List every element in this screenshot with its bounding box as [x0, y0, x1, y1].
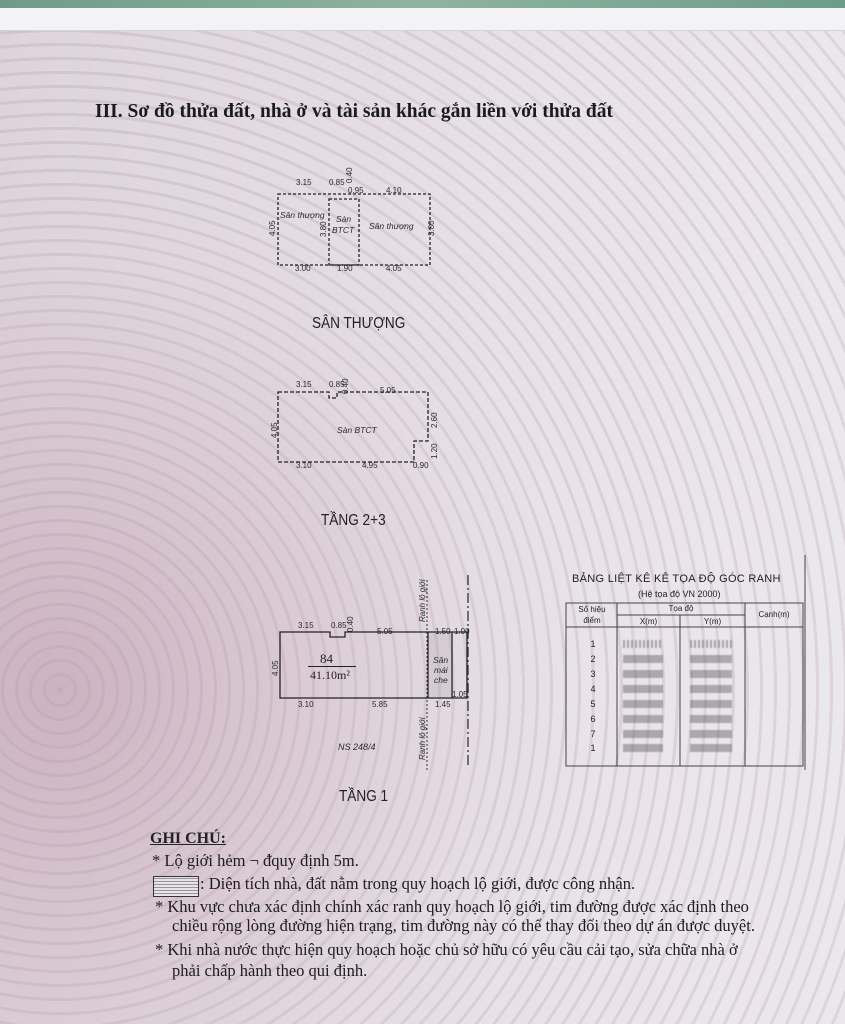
dim-label: 0.90	[413, 461, 429, 470]
dim-label: 0.85	[331, 621, 347, 630]
dim-label: 3.10	[296, 461, 312, 470]
redacted-x-coords	[623, 640, 663, 648]
dim-label: 0.40	[345, 167, 354, 183]
notes-heading: GHI CHÚ:	[150, 830, 226, 847]
hatch-legend-swatch	[153, 876, 199, 897]
row-point: 1	[590, 639, 596, 649]
coord-table-subtitle: (Hệ tọa độ VN 2000)	[638, 589, 721, 599]
row-point: 2	[590, 654, 596, 664]
rooftop-caption: SÂN THƯỢNG	[312, 315, 406, 332]
dim-label: 0.85	[329, 380, 345, 389]
dim-label: 1.00	[454, 627, 470, 636]
row-point: 6	[590, 714, 596, 724]
parcel-area: 41.10m²	[310, 668, 350, 682]
dim-label: 4.95	[362, 461, 378, 470]
dim-label: 3.80	[319, 221, 328, 237]
dim-label: 4.05	[386, 264, 402, 273]
note-line: * Lộ giới hẻm ¬ ᵭquy định 5m.	[152, 851, 359, 870]
row-point: 7	[590, 729, 596, 739]
canopy-hatch	[429, 633, 451, 697]
boundary-label: Ranh lộ giới	[418, 579, 427, 622]
dim-label: 5.05	[380, 386, 396, 395]
fraction-line	[308, 666, 356, 667]
header-coords: Tọa độ	[668, 604, 694, 613]
row-point: 5	[590, 699, 596, 709]
row-point: 1	[590, 743, 596, 753]
note-line: * Khi nhà nước thực hiện quy hoạch hoặc …	[155, 940, 738, 959]
area-label: Sân	[433, 655, 449, 665]
boundary-label: Ranh lộ giới	[418, 717, 427, 760]
top-edge	[0, 0, 845, 10]
row-point: 3	[590, 669, 596, 679]
dim-label: 4.05	[270, 422, 279, 438]
dim-label: 4.05	[271, 660, 280, 676]
dim-label: 5.05	[377, 627, 393, 636]
header-point: Số hiệu	[578, 605, 606, 614]
redacted-y-coords	[690, 640, 732, 648]
header-point: điểm	[583, 616, 601, 625]
note-line: * Khu vực chưa xác định chính xác ranh q…	[155, 897, 749, 916]
coord-table-lines	[565, 555, 806, 770]
parcel-number: 84	[320, 651, 333, 666]
header-edge: Cạnh(m)	[758, 610, 790, 619]
dim-label: 2.60	[430, 412, 439, 428]
dim-label: 0.95	[348, 186, 364, 195]
area-label: Sàn	[336, 214, 352, 224]
dim-label: 5.85	[372, 700, 388, 709]
floor23-plan	[277, 391, 429, 463]
dim-label: 3.15	[296, 380, 312, 389]
dim-label: 0.85	[329, 178, 345, 187]
street-label: NS 248/4	[338, 742, 376, 752]
coord-table-title: BẢNG LIỆT KÊ KÊ TỌA ĐỘ GÓC RANH	[572, 573, 781, 585]
header-y: Y(m)	[703, 617, 722, 626]
dim-label: 1.05	[452, 690, 468, 699]
floor1-plan	[279, 631, 468, 699]
area-label: Sân thượng	[369, 221, 414, 231]
area-label: BTCT	[332, 225, 355, 235]
area-label: che	[434, 675, 448, 685]
dim-label: 3.15	[296, 178, 312, 187]
dim-label: 1.90	[337, 264, 353, 273]
floor23-caption: TẦNG 2+3	[321, 512, 386, 529]
note-line: chiều rộng lòng đường hiện trạng, tim đư…	[172, 916, 755, 935]
dim-label: 1.20	[430, 443, 439, 459]
dim-label: 3.00	[295, 264, 311, 273]
top-paper-edge	[0, 8, 845, 31]
header-x: X(m)	[639, 617, 658, 626]
area-label: Sàn BTCT	[337, 425, 377, 435]
dim-label: 0.40	[341, 378, 350, 394]
dim-label: 1.50	[435, 627, 451, 636]
note-line: : Diện tích nhà, đất nằm trong quy hoạch…	[200, 874, 636, 893]
dim-label: 3.15	[298, 621, 314, 630]
row-point: 4	[590, 684, 596, 694]
section-title: III. Sơ đồ thửa đất, nhà ở và tài sản kh…	[95, 101, 613, 122]
dim-label: 1.45	[435, 700, 451, 709]
dim-label: 3.80	[427, 220, 436, 236]
dim-label: 4.10	[386, 186, 402, 195]
area-label: Sân thượng	[280, 210, 325, 220]
floor1-caption: TẦNG 1	[339, 788, 389, 805]
dim-label: 0.40	[346, 616, 355, 632]
dim-label: 3.10	[298, 700, 314, 709]
dim-label: 4.05	[268, 220, 277, 236]
area-label: mái	[434, 665, 448, 675]
note-line: phải chấp hành theo qui định.	[172, 961, 368, 980]
rooftop-plan	[277, 193, 431, 266]
